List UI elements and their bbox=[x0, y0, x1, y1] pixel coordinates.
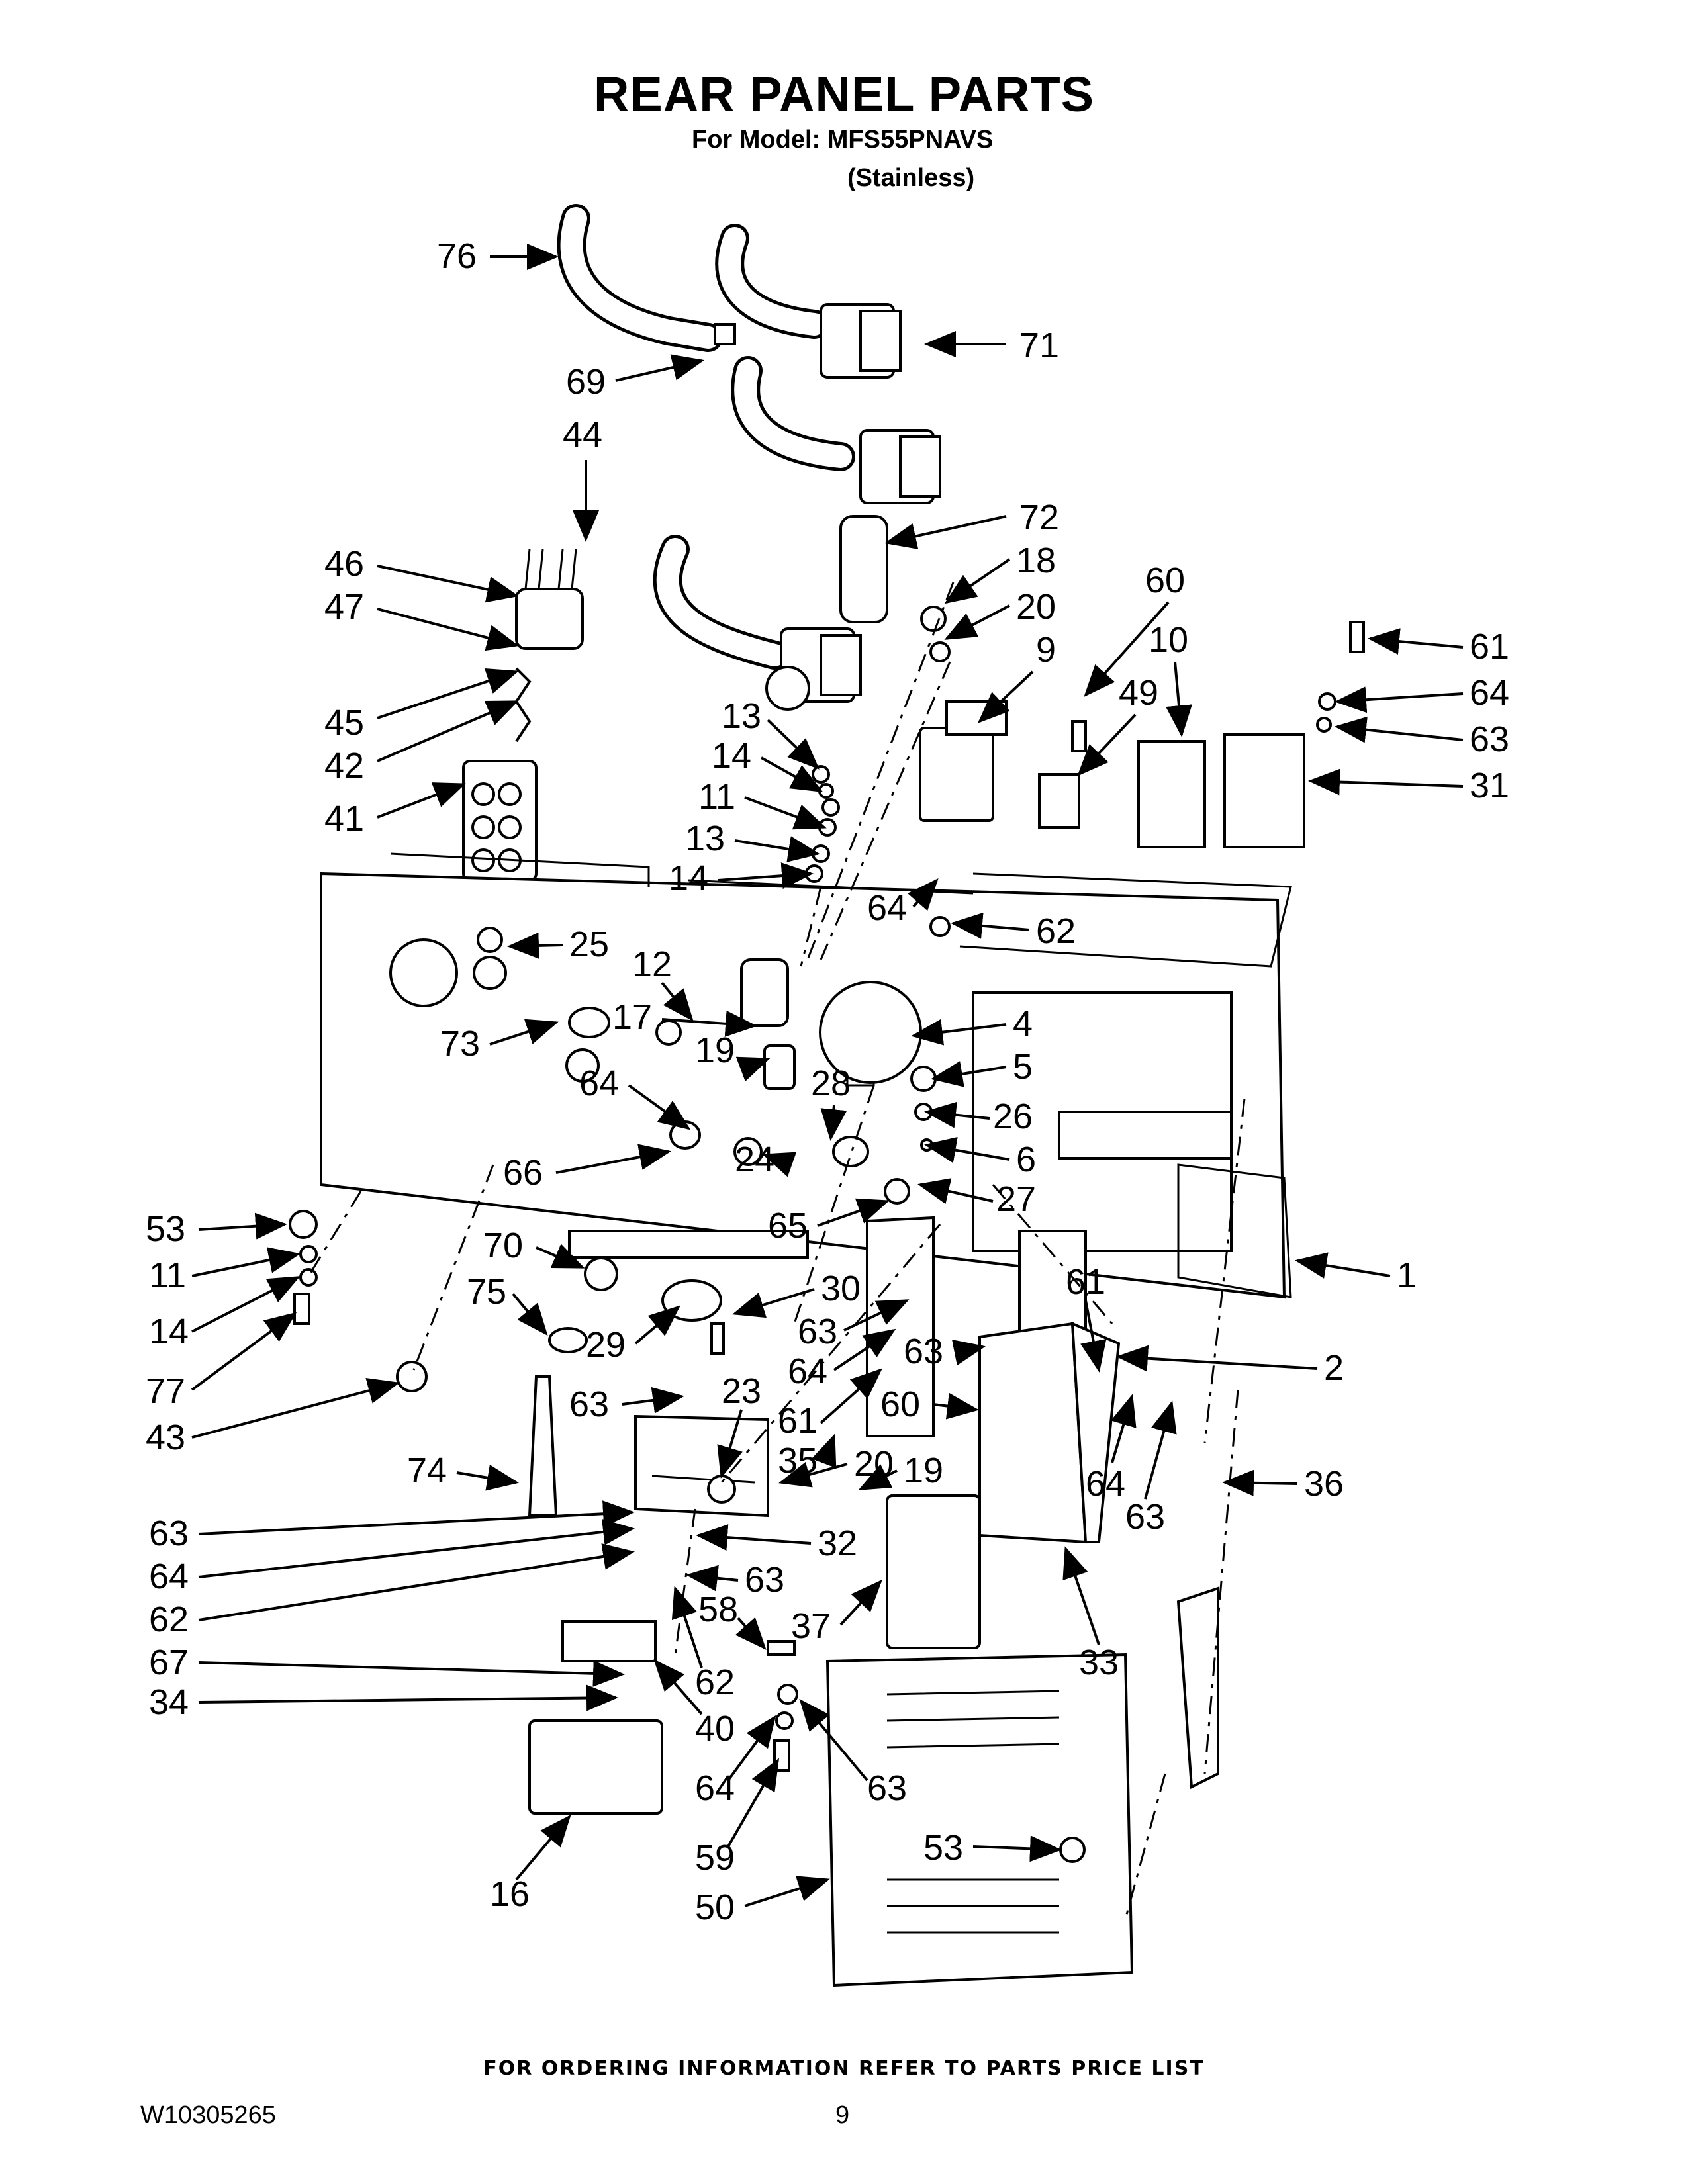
callout-64b: 64 bbox=[867, 888, 907, 928]
callout-14c: 14 bbox=[149, 1312, 189, 1351]
callout-25: 25 bbox=[569, 925, 609, 964]
callout-61: 61 bbox=[1470, 627, 1509, 666]
callout-63f: 63 bbox=[149, 1514, 189, 1553]
callout-31: 31 bbox=[1470, 766, 1509, 805]
callout-26: 26 bbox=[993, 1097, 1033, 1136]
callout-17: 17 bbox=[612, 997, 652, 1037]
callout-13: 13 bbox=[722, 696, 761, 736]
callout-62c: 62 bbox=[695, 1662, 735, 1702]
callout-37: 37 bbox=[791, 1606, 831, 1646]
callout-42: 42 bbox=[324, 746, 364, 786]
callout-2: 2 bbox=[1324, 1348, 1344, 1388]
callout-62b: 62 bbox=[149, 1600, 189, 1639]
callout-9: 9 bbox=[1036, 630, 1056, 670]
callout-67: 67 bbox=[149, 1643, 189, 1682]
callout-77: 77 bbox=[146, 1371, 185, 1411]
callout-labels: 76 71 69 44 72 46 18 47 20 60 10 61 9 64… bbox=[146, 236, 1509, 1927]
callout-23: 23 bbox=[722, 1371, 761, 1411]
callout-60: 60 bbox=[1145, 561, 1185, 600]
callout-5: 5 bbox=[1013, 1047, 1033, 1087]
callout-45: 45 bbox=[324, 703, 364, 743]
callout-44: 44 bbox=[563, 415, 602, 455]
water-valve-assembly bbox=[557, 204, 941, 711]
callout-1: 1 bbox=[1397, 1255, 1417, 1295]
callout-73: 73 bbox=[440, 1024, 480, 1064]
callout-64: 64 bbox=[1470, 673, 1509, 713]
callout-63g: 63 bbox=[745, 1560, 784, 1600]
ordering-note: FOR ORDERING INFORMATION REFER TO PARTS … bbox=[483, 2057, 1205, 2080]
callout-11: 11 bbox=[698, 777, 735, 817]
callout-14b: 14 bbox=[669, 858, 708, 898]
callout-36: 36 bbox=[1304, 1464, 1344, 1504]
callout-63b: 63 bbox=[798, 1312, 837, 1351]
callout-66: 66 bbox=[503, 1153, 543, 1193]
callout-53b: 53 bbox=[923, 1828, 963, 1868]
callout-63e: 63 bbox=[1125, 1497, 1165, 1537]
callout-76: 76 bbox=[437, 236, 477, 276]
callout-19: 19 bbox=[695, 1030, 735, 1070]
callout-64c: 64 bbox=[579, 1064, 619, 1103]
callout-27: 27 bbox=[996, 1179, 1036, 1219]
callout-30: 30 bbox=[821, 1269, 861, 1308]
callout-64g: 64 bbox=[695, 1768, 735, 1808]
callout-46: 46 bbox=[324, 544, 364, 584]
finish-line: (Stainless) bbox=[847, 164, 975, 192]
callout-20b: 20 bbox=[854, 1444, 894, 1484]
callout-18: 18 bbox=[1016, 541, 1056, 580]
callout-53: 53 bbox=[146, 1209, 185, 1249]
callout-63c: 63 bbox=[904, 1332, 943, 1371]
callout-63: 63 bbox=[1470, 719, 1509, 759]
callout-12: 12 bbox=[632, 944, 672, 984]
callout-33: 33 bbox=[1079, 1643, 1119, 1682]
callout-58: 58 bbox=[698, 1590, 738, 1629]
callout-47: 47 bbox=[324, 587, 364, 627]
callout-64e: 64 bbox=[1086, 1464, 1125, 1504]
callout-63h: 63 bbox=[867, 1768, 907, 1808]
callout-61c: 61 bbox=[778, 1401, 818, 1441]
callout-29: 29 bbox=[586, 1325, 626, 1365]
callout-41: 41 bbox=[324, 799, 364, 839]
callout-64d: 64 bbox=[788, 1351, 827, 1391]
page-number: 9 bbox=[835, 2101, 850, 2129]
callout-43: 43 bbox=[146, 1418, 185, 1457]
callout-14: 14 bbox=[712, 736, 751, 776]
callout-4: 4 bbox=[1013, 1004, 1033, 1044]
callout-61b: 61 bbox=[1066, 1262, 1105, 1302]
callout-20: 20 bbox=[1016, 587, 1056, 627]
callout-65: 65 bbox=[768, 1206, 808, 1246]
callout-6: 6 bbox=[1016, 1140, 1036, 1179]
document-number: W10305265 bbox=[140, 2101, 276, 2129]
callout-50: 50 bbox=[695, 1888, 735, 1927]
callout-13b: 13 bbox=[685, 819, 725, 858]
callout-34: 34 bbox=[149, 1682, 189, 1722]
control-box-and-covers bbox=[528, 1216, 1219, 1987]
callout-11b: 11 bbox=[149, 1255, 186, 1295]
wire-harness-connectors bbox=[462, 549, 584, 882]
dashed-assembly-lines bbox=[306, 582, 1246, 1920]
callout-64f: 64 bbox=[149, 1557, 189, 1596]
callout-10: 10 bbox=[1149, 620, 1188, 660]
callout-72: 72 bbox=[1019, 498, 1059, 537]
callout-19b: 19 bbox=[904, 1451, 943, 1490]
callout-40: 40 bbox=[695, 1709, 735, 1749]
callout-70: 70 bbox=[483, 1226, 523, 1265]
callout-28: 28 bbox=[811, 1064, 851, 1103]
callout-71: 71 bbox=[1019, 326, 1059, 365]
callout-24: 24 bbox=[735, 1140, 774, 1179]
callout-60b: 60 bbox=[880, 1385, 920, 1424]
callout-62: 62 bbox=[1036, 911, 1076, 951]
callout-75: 75 bbox=[467, 1272, 506, 1312]
callout-49: 49 bbox=[1119, 673, 1158, 713]
callout-74: 74 bbox=[407, 1451, 447, 1490]
model-line: For Model: MFS55PNAVS bbox=[692, 126, 994, 154]
callout-32: 32 bbox=[818, 1524, 857, 1563]
leader-arrows bbox=[191, 244, 1464, 1907]
rear-mounting-panel bbox=[320, 852, 1292, 1299]
callout-16: 16 bbox=[490, 1874, 530, 1914]
callout-69: 69 bbox=[566, 362, 606, 402]
page-title: REAR PANEL PARTS bbox=[593, 67, 1095, 122]
callout-63d: 63 bbox=[569, 1385, 609, 1424]
